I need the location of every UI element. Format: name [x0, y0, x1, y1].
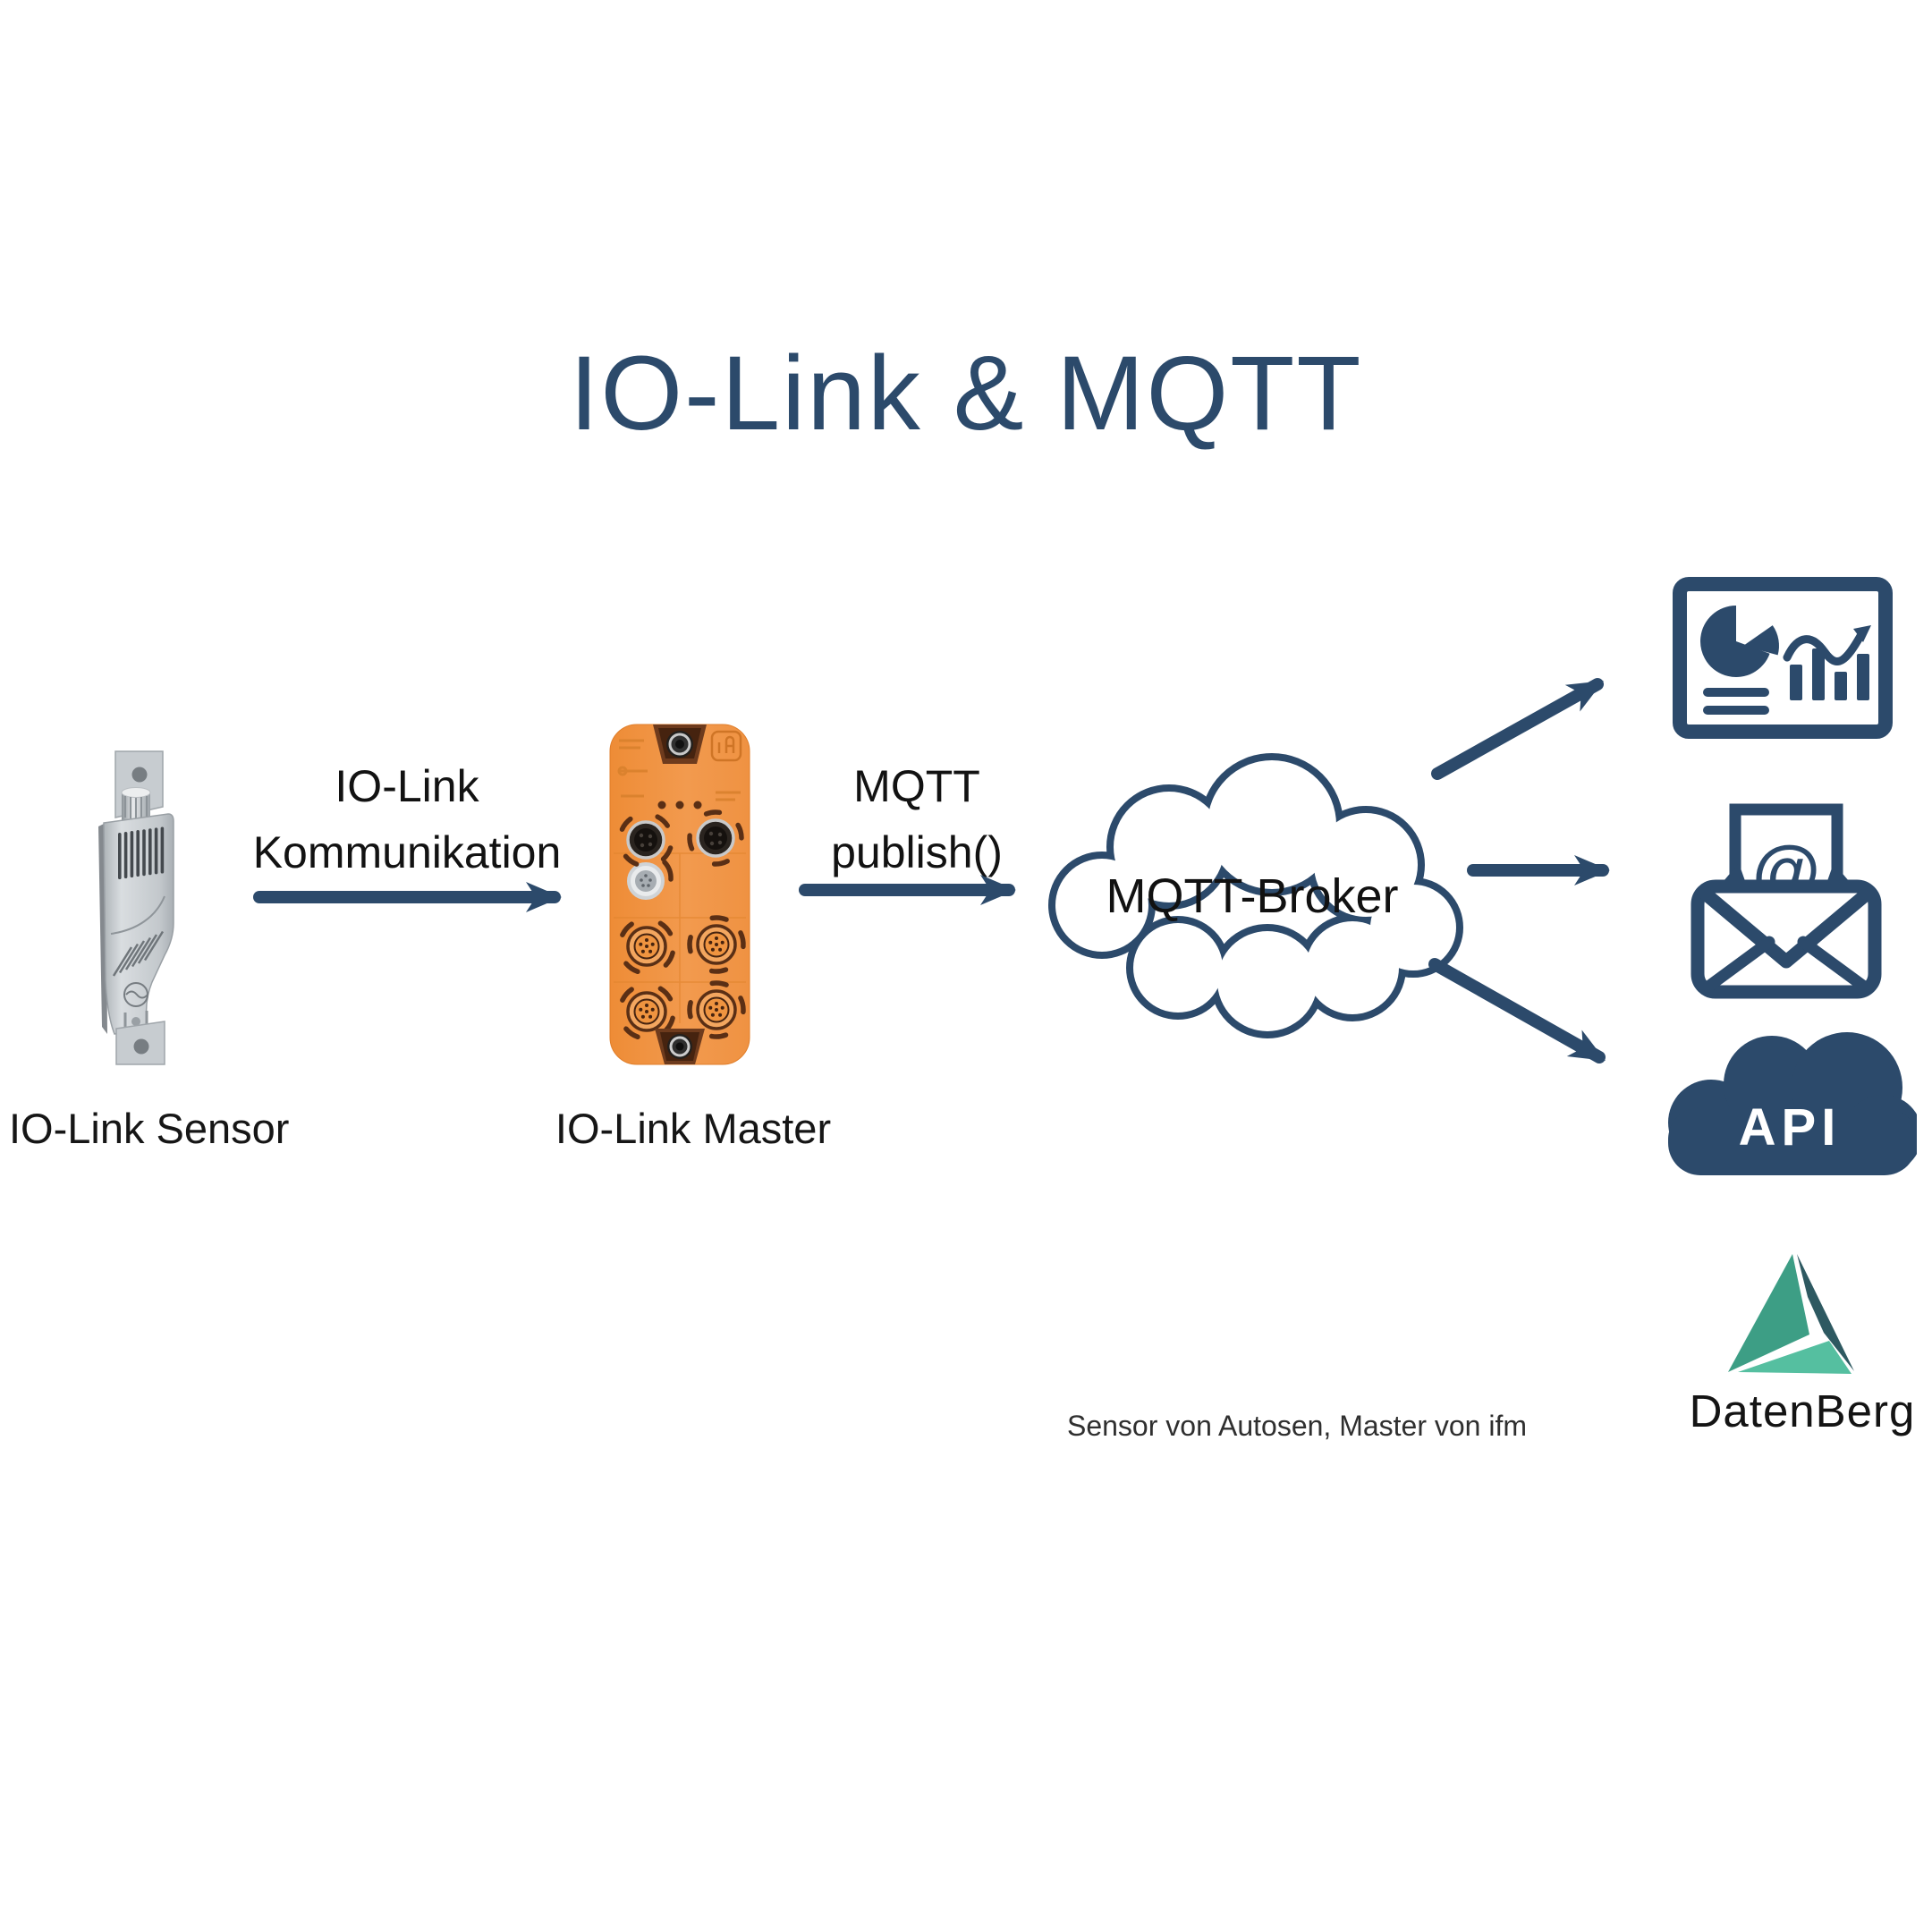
email-at-icon: @ [1690, 803, 1882, 999]
sensor-connector-knurl [124, 796, 148, 819]
master-led-dots [657, 801, 702, 809]
mqtt-broker-cloud: MQTT-Broker [1048, 753, 1463, 1038]
api-cloud-shape [1668, 1032, 1917, 1175]
master-bottom-screw-center [675, 1042, 684, 1051]
envelope-bottom-folds [1702, 936, 1870, 993]
io-link-master-image [609, 724, 750, 1065]
pie-legend-line1 [1703, 688, 1769, 697]
master-power-connector [627, 862, 665, 900]
sensor-bottom-hole [133, 1038, 149, 1055]
logo-face-left [1728, 1254, 1809, 1372]
trend-line [1783, 631, 1865, 665]
sensor-label: IO-Link Sensor [9, 1105, 290, 1152]
caption-text: Sensor von Autosen, Master von ifm [1066, 1410, 1528, 1442]
api-label: API [1739, 1098, 1842, 1157]
master-port-black-left [626, 820, 665, 860]
sensor-top-hole [131, 767, 148, 783]
edge-label-io-link-kommunikation: IO-Link Kommunikation [210, 753, 604, 886]
page-title: IO-Link & MQTT [569, 335, 1363, 453]
edge-label-line2: publish() [831, 827, 1003, 877]
edge-label-line1: IO-Link [335, 761, 479, 811]
dashboard-chart-icon [1673, 577, 1893, 739]
master-io-ports [626, 924, 737, 1032]
sensor-vent-slots [118, 826, 165, 879]
pie-chart-slice [1743, 625, 1779, 656]
autosen-logo [123, 982, 148, 1007]
datenberg-logo-text: DatenBerg [1689, 1385, 1916, 1436]
io-link-sensor-image [98, 750, 174, 1065]
envelope-fold [1696, 885, 1877, 969]
arrow-broker-to-dashboard [1431, 678, 1604, 780]
ifm-logo [710, 730, 742, 762]
logo-face-bottom [1738, 1341, 1852, 1374]
edge-label-mqtt-publish: MQTT publish() [774, 753, 1060, 886]
logo-face-right [1797, 1254, 1854, 1371]
bar-chart-bars [1790, 648, 1869, 700]
datenberg-logo-icon [1728, 1254, 1854, 1374]
master-label: IO-Link Master [555, 1105, 832, 1152]
pie-chart-main [1700, 606, 1770, 677]
sensor-ribs [112, 930, 165, 977]
master-print-marks [617, 739, 741, 801]
edge-label-line2: Kommunikation [252, 827, 562, 877]
cloud-fill [1055, 760, 1456, 1031]
sensor-clamp-screw [131, 1017, 140, 1026]
broker-label: MQTT-Broker [1106, 869, 1398, 923]
master-port-black-right [696, 818, 735, 858]
arrow-broker-to-api [1428, 958, 1606, 1063]
master-port-arcs [617, 809, 746, 1041]
sensor-connector-top [121, 787, 151, 798]
trend-arrowhead [1853, 625, 1871, 642]
edge-label-line1: MQTT [853, 761, 980, 811]
sensor-seam [110, 895, 165, 935]
pie-legend-line2 [1703, 706, 1769, 715]
api-cloud-icon: API [1668, 1032, 1917, 1175]
master-top-screw-center [675, 740, 684, 749]
